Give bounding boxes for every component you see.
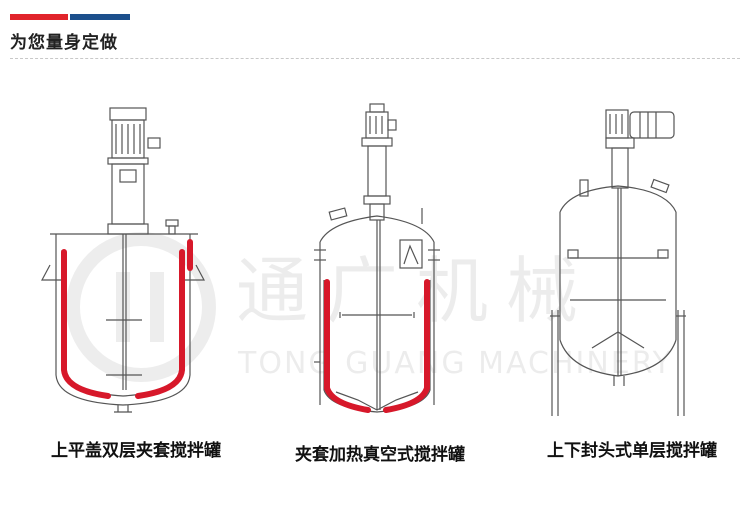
accent-bar-red xyxy=(10,14,68,20)
accent-bar-blue xyxy=(70,14,130,20)
caption-single-layer-tank: 上下封头式单层搅拌罐 xyxy=(547,441,717,461)
caption-vacuum-jacket-tank: 夹套加热真空式搅拌罐 xyxy=(295,445,465,465)
tank-vacuum-jacket-illustration xyxy=(314,103,440,413)
watermark-company-en: TONG GUANG MACHINERY xyxy=(238,346,673,381)
caption-flat-top-tank: 上平盖双层夹套搅拌罐 xyxy=(51,441,221,461)
page-title: 为您量身定做 xyxy=(10,33,118,53)
watermark-company-cn: 通广机械 xyxy=(236,249,597,333)
tank-single-layer-illustration xyxy=(550,109,686,416)
title-divider xyxy=(10,58,740,59)
tank-flat-top-illustration xyxy=(41,107,205,413)
